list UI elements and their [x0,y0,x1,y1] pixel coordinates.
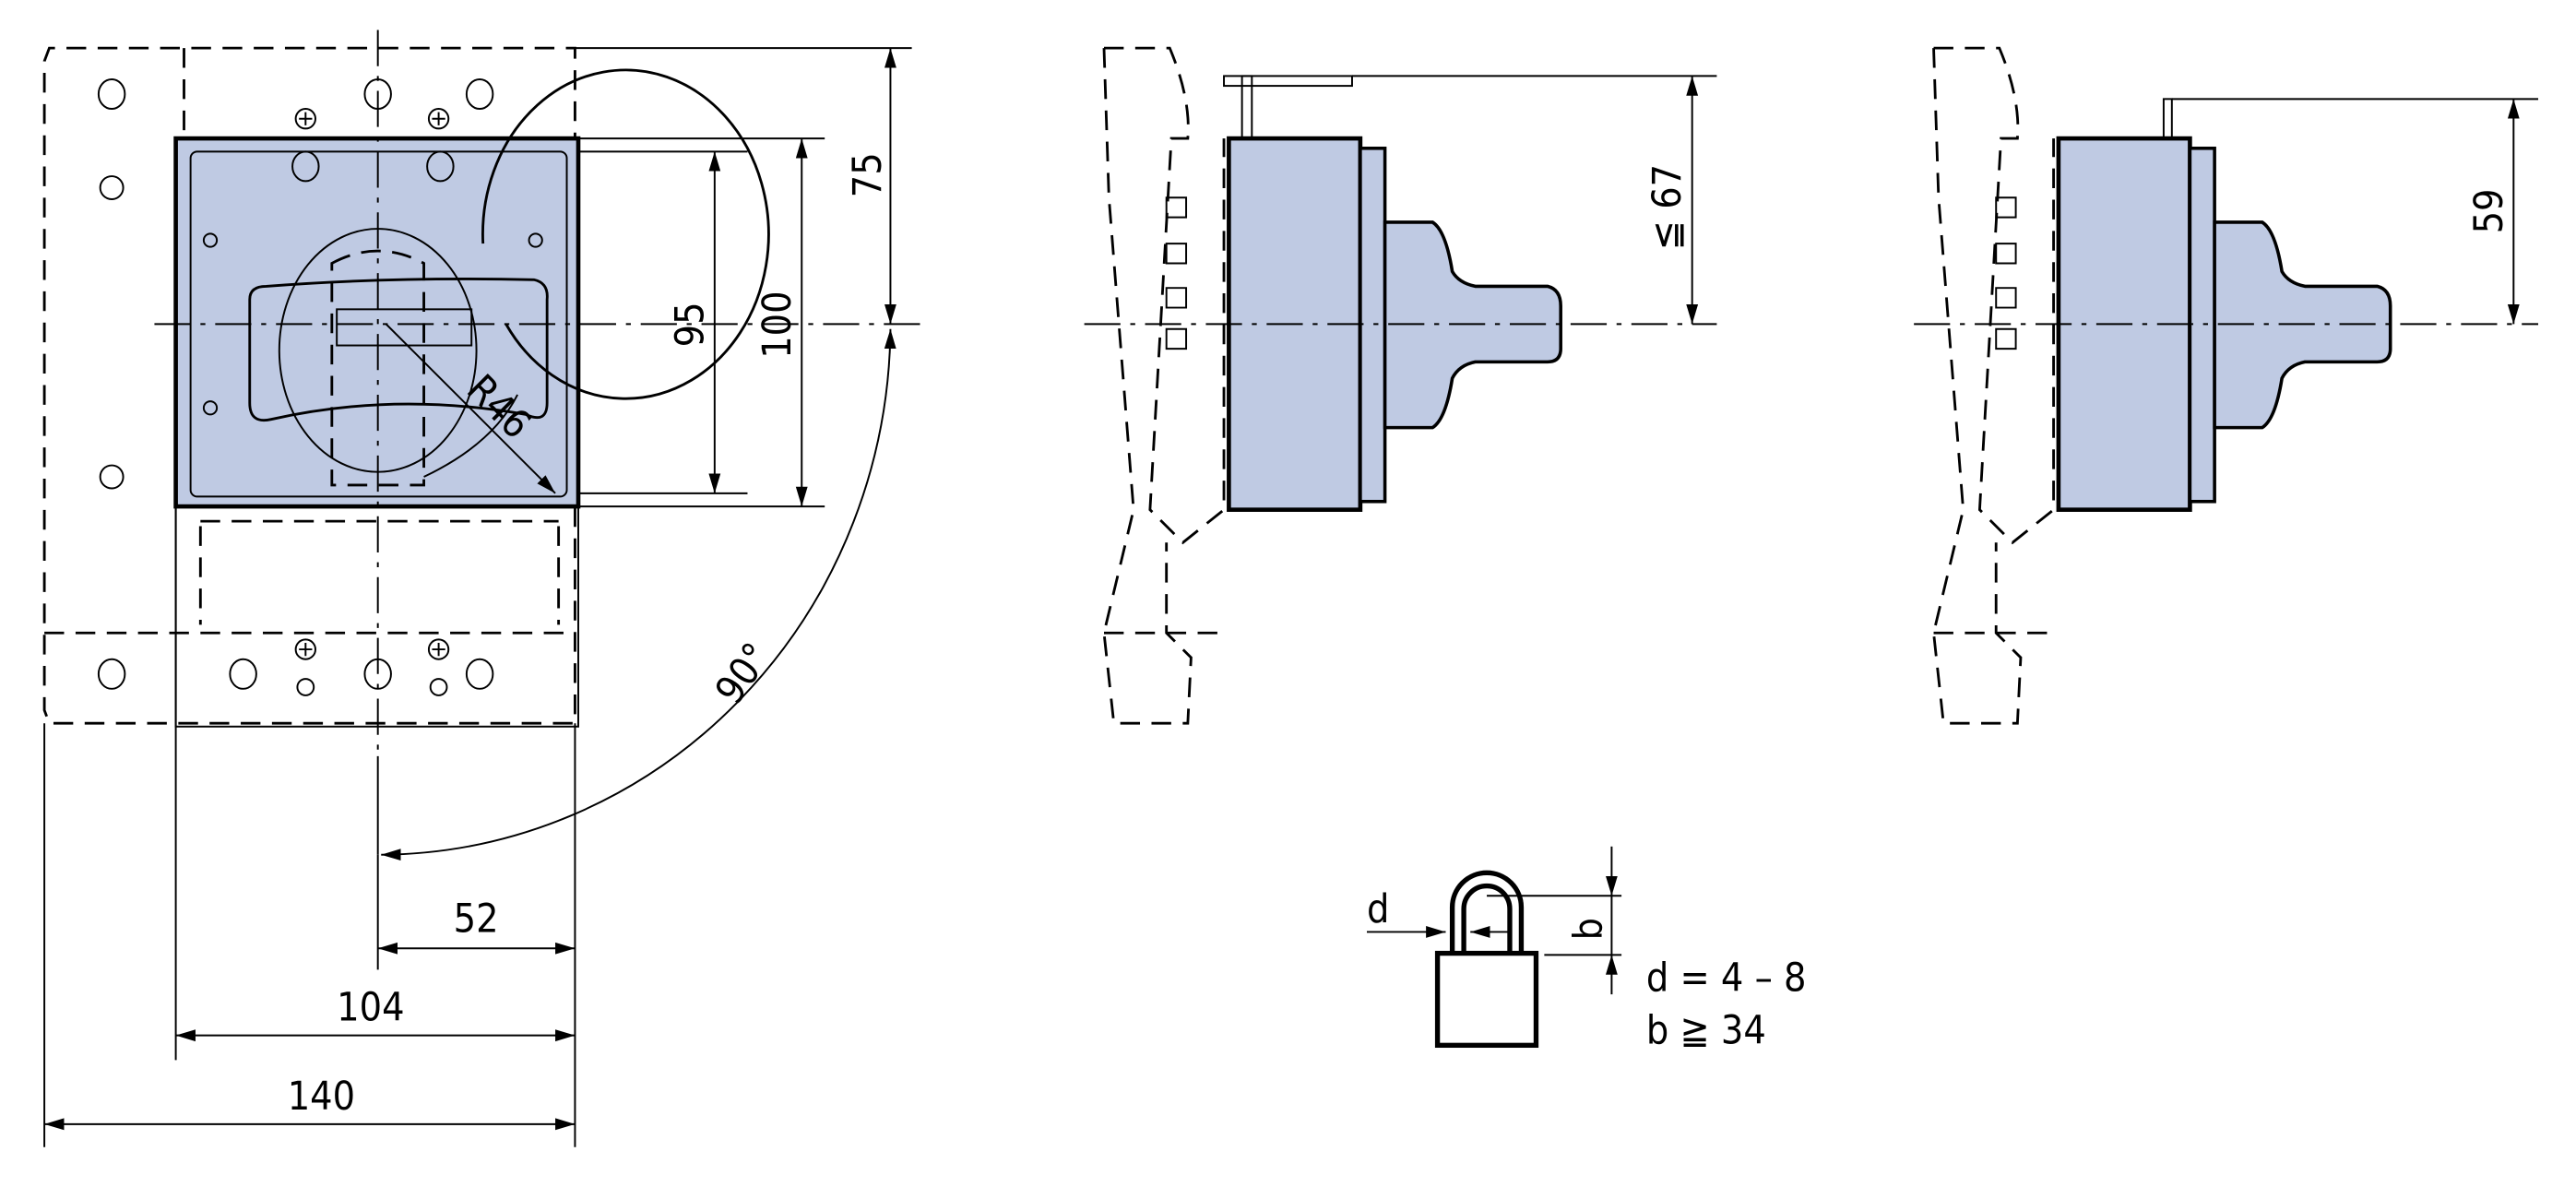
housing-holes [202,150,543,416]
side-view-handle: ≦ 67 [1084,46,1717,725]
side-view: 59 [1914,46,2539,725]
label-d: d [1367,886,1389,932]
front-view: R46 95 100 75 90° 52 104 140 [42,30,920,1147]
dim-handle-height: ≦ 67 [1644,164,1691,250]
dim-52: 52 [454,896,499,942]
dim-75: 75 [845,152,891,197]
dim-side-height: 59 [2466,188,2512,233]
spec-b: b ≧ 34 [1646,1008,1766,1054]
label-b: b [1566,918,1612,940]
dim-140: 140 [288,1074,355,1120]
padlock-icon [1434,950,1539,1049]
dim-95: 95 [667,302,713,347]
terminal-screws [294,108,450,696]
dim-100: 100 [754,291,801,358]
spec-d: d = 4 – 8 [1646,956,1807,1002]
dim-104: 104 [337,985,404,1031]
angle-label: 90° [706,635,780,713]
padlock-spec: d b d = 4 – 8 b ≧ 34 [1367,846,1807,1054]
